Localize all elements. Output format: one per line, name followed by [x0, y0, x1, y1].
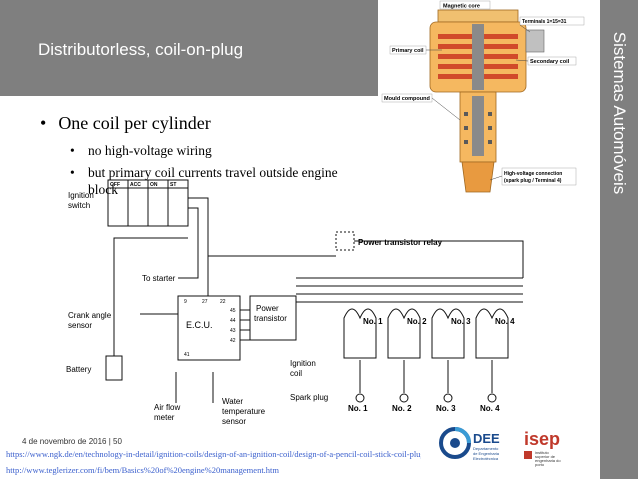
title-bar [0, 0, 378, 96]
cyl-bottom-2: No. 2 [392, 404, 412, 413]
label-magnetic-core: Magnetic core [443, 4, 480, 10]
footer-date: 4 de novembro de 2016 [22, 437, 107, 446]
label-switch: switch [68, 201, 90, 210]
reference-link-1[interactable]: https://www.ngk.de/en/technology-in-deta… [6, 449, 421, 459]
ecu-pin: 42 [230, 338, 236, 344]
slide-title: Distributorless, coil-on-plug [38, 40, 244, 59]
cyl-bottom-1: No. 1 [348, 404, 368, 413]
bullet-list: One coil per cylinder no high-voltage wi… [40, 113, 370, 203]
ecu-pin: 41 [184, 352, 190, 358]
side-label: Sistemas Automóveis [610, 31, 629, 195]
dee-text: DEE [473, 431, 500, 446]
switch-acc: ACC [130, 182, 141, 188]
switch-on: ON [150, 182, 158, 188]
cyl-top-3: No. 3 [451, 317, 471, 326]
label-spark: Spark plug [290, 393, 328, 402]
ecu-pin: 45 [230, 308, 236, 314]
label-crank-1: Crank angle [68, 311, 112, 320]
sub-bullet: but primary coil currents travel outside… [70, 164, 370, 198]
cyl-top-2: No. 2 [407, 317, 427, 326]
wiring-schematic: OFF ACC ON ST Ignition switch Power tran… [66, 179, 524, 426]
bullet-main: One coil per cylinder [40, 113, 370, 134]
label-ignition: Ignition [68, 191, 94, 200]
label-pt-1: Power [256, 304, 279, 313]
dee-logo: DEE Departamento de Engenharia Electroté… [439, 427, 500, 461]
label-pt-2: transistor [254, 314, 287, 323]
cyl-bottom-4: No. 4 [480, 404, 500, 413]
label-hv-1: High-voltage connection [504, 171, 562, 177]
coil-4-drawing [475, 308, 509, 403]
cyl-top-4: No. 4 [495, 317, 515, 326]
label-ic-2: coil [290, 369, 302, 378]
ecu-pin: 43 [230, 328, 236, 334]
side-bar [600, 0, 638, 479]
label-wt-3: sensor [222, 417, 246, 426]
label-hv-2: (spark plug / Terminal 4) [504, 178, 562, 184]
dee-sub-3: Electrotécnica [473, 456, 499, 461]
reference-link-2[interactable]: http://www.teglerizer.com/fi/bem/Basics%… [6, 465, 280, 475]
sub-bullet: no high-voltage wiring [70, 142, 370, 159]
cyl-top-1: No. 1 [363, 317, 383, 326]
label-crank-2: sensor [68, 321, 92, 330]
label-relay: Power transistor relay [358, 238, 443, 247]
switch-off: OFF [110, 182, 120, 188]
coil-2-drawing [387, 308, 421, 403]
isep-sub-3: engenharia do [535, 458, 561, 463]
coil-diagram: Magnetic core Terminals 1=15=31 Primary … [380, 0, 598, 196]
footer-date-page: 4 de novembro de 2016 | 50 [22, 437, 122, 446]
label-secondary-coil: Secondary coil [530, 59, 570, 65]
ecu-pin: 22 [220, 299, 226, 305]
label-mould: Mould compound [384, 96, 430, 102]
dee-sub-2: de Engenharia [473, 451, 500, 456]
label-wt-2: temperature [222, 407, 266, 416]
ecu-pin: 44 [230, 318, 236, 324]
side-label-container: Sistemas Automóveis [600, 0, 638, 479]
cyl-bottom-3: No. 3 [436, 404, 456, 413]
label-battery: Battery [66, 365, 91, 374]
isep-sub-4: porto [535, 462, 545, 467]
label-starter: To starter [142, 274, 176, 283]
coil-1-drawing [343, 308, 377, 403]
ecu-pin: 27 [202, 299, 208, 305]
label-primary-coil: Primary coil [392, 48, 424, 54]
isep-sub-2: superior de [535, 454, 556, 459]
coil-3-drawing [431, 308, 465, 403]
label-terminals: Terminals 1=15=31 [522, 19, 567, 25]
isep-logo: isep instituto superior de engenharia do… [524, 429, 561, 467]
isep-text: isep [524, 429, 560, 449]
label-af-2: meter [154, 413, 175, 422]
label-af-1: Air flow [154, 403, 180, 412]
label-ecu: E.C.U. [186, 320, 213, 330]
label-ic-1: Ignition [290, 359, 316, 368]
switch-st: ST [170, 182, 176, 188]
dee-sub-1: Departamento [473, 446, 499, 451]
label-wt-1: Water [222, 397, 243, 406]
page-number: 50 [113, 437, 122, 446]
isep-sub-1: instituto [535, 450, 550, 455]
ecu-pin: 9 [184, 299, 187, 305]
